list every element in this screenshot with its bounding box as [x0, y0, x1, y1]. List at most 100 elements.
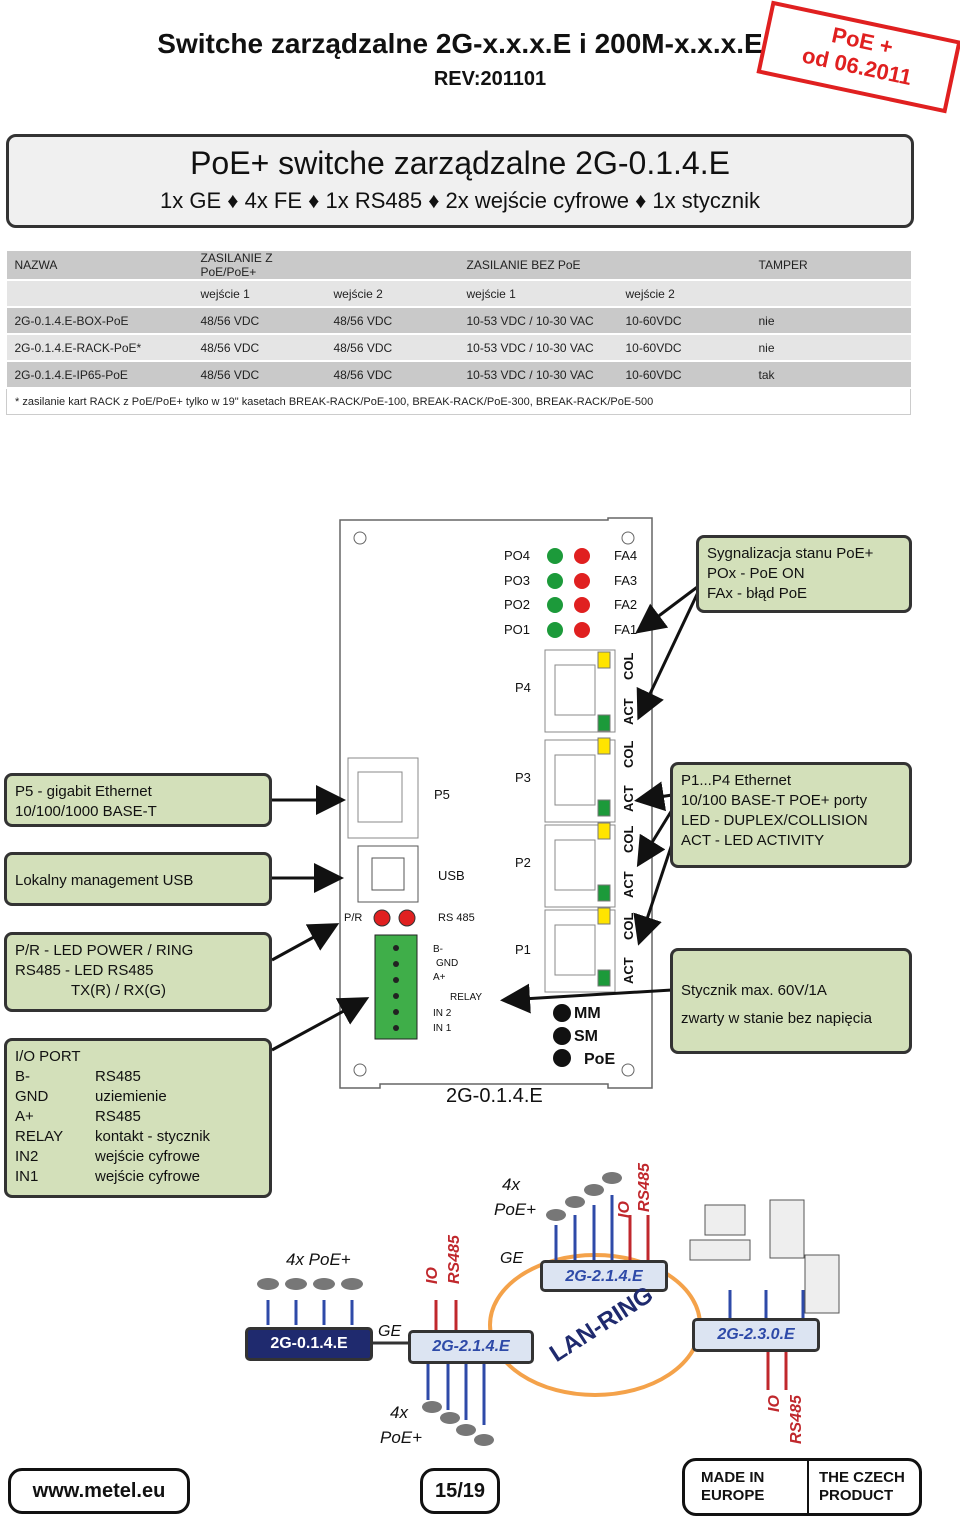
fa4-label: FA4 [614, 548, 638, 563]
poe-label: PoE [584, 1051, 616, 1068]
poe4-label: 4x PoE+ [286, 1250, 351, 1269]
table-subheader: wejście 1 [192, 280, 326, 308]
table-cell: 10-53 VDC / 10-30 VAC [458, 361, 618, 389]
rs485-label: RS 485 [438, 912, 475, 924]
table-cell: 48/56 VDC [192, 361, 326, 389]
callout-line: ACT - LED ACTIVITY [681, 832, 825, 849]
callout-line: P1...P4 Ethernet [681, 772, 792, 789]
p5-label: P5 [434, 787, 450, 802]
led-callout: P/R - LED POWER / RING RS485 - LED RS485… [4, 932, 272, 1012]
table-cell: 48/56 VDC [192, 307, 326, 335]
io-row: A+RS485 [15, 1107, 261, 1127]
io-in1-label: IN 1 [433, 1023, 452, 1034]
table-cell: 10-60VDC [617, 361, 751, 389]
table-note-row: * zasilanie kart RACK z PoE/PoE+ tylko w… [6, 387, 911, 415]
table-cell: nie [750, 334, 911, 362]
table-cell: 48/56 VDC [325, 361, 459, 389]
fa1-label: FA1 [614, 622, 638, 637]
po3-label: PO3 [504, 573, 531, 588]
io-label: IO [424, 1267, 441, 1284]
callout-line: 10/100 BASE-T POE+ porty [681, 792, 868, 809]
table-header-row: NAZWA ZASILANIE Z PoE/PoE+ ZASILANIE BEZ… [6, 251, 911, 281]
io-relay-label: RELAY [450, 992, 483, 1003]
badge-line: MADE IN [701, 1469, 765, 1486]
x4-label: 4x [390, 1403, 408, 1422]
p4-label: P4 [515, 680, 531, 695]
document-title: Switche zarządzalne 2G-x.x.x.E i 200M-x.… [157, 28, 763, 59]
io-desc: kontakt - stycznik [95, 1128, 211, 1145]
poeplus-label: PoE+ [494, 1200, 537, 1219]
io-pin: GND [15, 1088, 49, 1105]
callout-line: RS485 - LED RS485 [15, 962, 154, 979]
rj45-ports [544, 649, 616, 993]
node-2g-2-3-0-e: 2G-2.3.0.E [692, 1318, 820, 1352]
table-cell: tak [750, 361, 911, 389]
table-row: 2G-0.1.4.E-IP65-PoE 48/56 VDC 48/56 VDC … [6, 361, 911, 389]
callout-line: P/R - LED POWER / RING [15, 942, 194, 959]
czech-product-badge: THE CZECH PRODUCT [819, 1469, 905, 1505]
website-link[interactable]: www.metel.eu [8, 1468, 190, 1514]
io-desc: wejście cyfrowe [95, 1148, 201, 1165]
fa2-label: FA2 [614, 597, 638, 612]
io-row: IN2 wejście cyfrowe [15, 1147, 261, 1167]
io-pin: IN2 [15, 1148, 39, 1165]
origin-badges: MADE IN EUROPE THE CZECH PRODUCT [682, 1458, 922, 1516]
callout-line: Sygnalizacja stanu PoE+ [707, 545, 874, 562]
mm-label: MM [574, 1005, 601, 1022]
table-cell: 2G-0.1.4.E-BOX-PoE [6, 307, 193, 335]
io-b-label: B- [433, 944, 443, 955]
ethernet-callout: P1...P4 Ethernet 10/100 BASE-T POE+ port… [670, 762, 912, 868]
banner-title: PoE+ switche zarządzalne 2G-0.1.4.E [190, 145, 730, 181]
io-row: B- RS485 [15, 1067, 261, 1087]
table-cell: 2G-0.1.4.E-IP65-PoE [6, 361, 193, 389]
table-header: TAMPER [750, 251, 911, 281]
port-leds [597, 651, 611, 987]
io-pin: B- [15, 1068, 30, 1085]
table-header: ZASILANIE Z PoE/PoE+ [192, 251, 326, 281]
io-in2-label: IN 2 [433, 1008, 452, 1019]
spec-table: NAZWA ZASILANIE Z PoE/PoE+ ZASILANIE BEZ… [6, 251, 911, 415]
col-label: COL [621, 740, 636, 768]
po1-label: PO1 [504, 622, 531, 637]
table-cell: 48/56 VDC [325, 334, 459, 362]
col-label: COL [621, 912, 636, 940]
callout-line: LED - DUPLEX/COLLISION [681, 812, 868, 829]
table-cell: 10-60VDC [617, 307, 751, 335]
pr-label: P/R [344, 912, 363, 924]
p5-port [347, 757, 419, 839]
callout-line: POx - PoE ON [707, 565, 805, 582]
table-header: ZASILANIE BEZ PoE [458, 251, 618, 281]
table-subheader: wejście 1 [458, 280, 618, 308]
callout-line: Stycznik max. 60V/1A [681, 982, 827, 999]
callout-line: P5 - gigabit Ethernet [15, 783, 152, 800]
node-2g-2-1-4-e-top: 2G-2.1.4.E [540, 1260, 668, 1292]
usb-port [357, 845, 419, 903]
io-desc: RS485 [95, 1068, 141, 1085]
usb-callout: Lokalny management USB [4, 852, 272, 906]
badge-line: THE CZECH [819, 1469, 905, 1486]
io-desc: RS485 [95, 1108, 141, 1125]
ge-label: GE [500, 1250, 524, 1267]
table-row: 2G-0.1.4.E-BOX-PoE 48/56 VDC 48/56 VDC 1… [6, 307, 911, 335]
act-label: ACT [621, 871, 636, 898]
table-row: 2G-0.1.4.E-RACK-PoE* 48/56 VDC 48/56 VDC… [6, 334, 911, 362]
table-subheader: wejście 2 [617, 280, 751, 308]
node-2g-2-1-4-e-left: 2G-2.1.4.E [408, 1330, 534, 1364]
table-cell: nie [750, 307, 911, 335]
fa3-label: FA3 [614, 573, 638, 588]
table-cell: 2G-0.1.4.E-RACK-PoE* [6, 334, 193, 362]
p2-label: P2 [515, 855, 531, 870]
io-gnd-label: GND [436, 958, 459, 969]
badge-line: EUROPE [701, 1487, 765, 1504]
table-cell: 10-60VDC [617, 334, 751, 362]
col-label: COL [621, 652, 636, 680]
io-a-label: A+ [433, 972, 446, 983]
table-subheader [6, 280, 193, 308]
poeplus-label: PoE+ [380, 1428, 423, 1447]
io-pin: IN1 [15, 1168, 39, 1185]
table-subheader: wejście 2 [325, 280, 459, 308]
table-cell: 10-53 VDC / 10-30 VAC [458, 307, 618, 335]
p3-label: P3 [515, 770, 531, 785]
